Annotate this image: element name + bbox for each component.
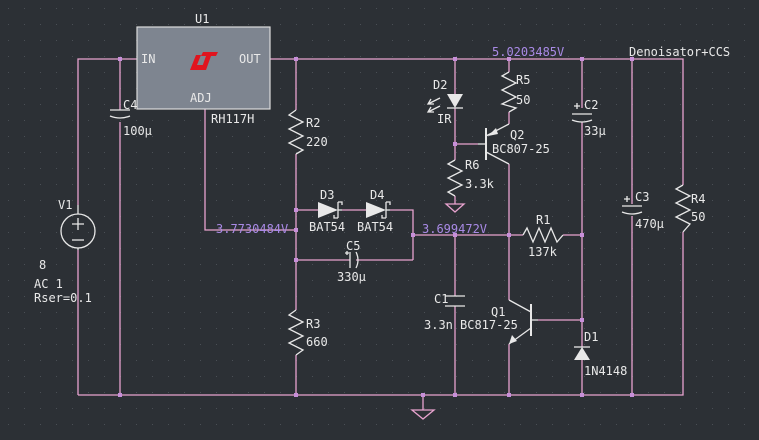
d1-value: 1N4148: [584, 364, 627, 378]
voltage-label-out[interactable]: 5.0203485V: [492, 45, 564, 59]
npn-transistor-q1[interactable]: Q1 BC817-25: [460, 299, 538, 345]
r5-ref: R5: [516, 73, 530, 87]
d4-ref: D4: [370, 188, 384, 202]
r4-value: 50: [691, 210, 705, 224]
wire-vin[interactable]: [77, 58, 120, 395]
q2-ref: Q2: [510, 128, 524, 142]
d1-ref: D1: [584, 330, 598, 344]
capacitor-c1[interactable]: C1 3.3n: [424, 292, 465, 332]
v1-rser: Rser=0.1: [34, 291, 92, 305]
c5-value: 330µ: [337, 270, 366, 284]
wire-out-rail[interactable]: [270, 58, 684, 185]
v1-ac: AC 1: [34, 277, 63, 291]
wires: [77, 58, 684, 410]
r3-ref: R3: [306, 317, 320, 331]
voltage-label-node[interactable]: 3.699472V: [422, 222, 487, 236]
voltage-source-v1[interactable]: V1 8 AC 1 Rser=0.1: [34, 198, 96, 305]
c3-value: 470µ: [635, 217, 664, 231]
d3-ref: D3: [320, 188, 334, 202]
u1-pin-adj: ADJ: [190, 91, 212, 105]
r6-ref: R6: [465, 158, 479, 172]
u1-pin-in: IN: [141, 52, 155, 66]
c4-value: 100µ: [123, 124, 152, 138]
capacitor-c5[interactable]: C5 330µ: [337, 239, 366, 284]
capacitor-c4[interactable]: C4 100µ: [109, 98, 152, 138]
c2-ref: C2: [584, 98, 598, 112]
pnp-transistor-q2[interactable]: Q2 BC807-25: [478, 123, 550, 165]
q2-value: BC807-25: [492, 142, 550, 156]
resistor-r2[interactable]: R2 220: [287, 109, 328, 155]
capacitor-c2[interactable]: C2 33µ: [571, 98, 606, 138]
d2-ref: D2: [433, 78, 447, 92]
r2-value: 220: [306, 135, 328, 149]
c3-ref: C3: [635, 190, 649, 204]
net-label-denoisator[interactable]: Denoisator+CCS: [629, 45, 730, 59]
r4-ref: R4: [691, 192, 705, 206]
v1-value: 8: [39, 258, 46, 272]
r6-value: 3.3k: [465, 177, 495, 191]
r3-value: 660: [306, 335, 328, 349]
u1-ref: U1: [195, 12, 209, 26]
q1-value: BC817-25: [460, 318, 518, 332]
diode-d1[interactable]: D1 1N4148: [574, 330, 627, 378]
wire-d2-bottom[interactable]: [454, 108, 478, 145]
d3-value: BAT54: [309, 220, 345, 234]
voltage-label-adj[interactable]: 3.7730484V: [216, 222, 288, 236]
schottky-diode-d3[interactable]: D3 BAT54: [309, 188, 345, 234]
capacitor-c3[interactable]: C3 470µ: [621, 190, 664, 231]
d2-value: IR: [437, 112, 452, 126]
r1-ref: R1: [536, 213, 550, 227]
q1-ref: Q1: [491, 305, 505, 319]
r5-value: 50: [516, 93, 530, 107]
c5-ref: C5: [346, 239, 360, 253]
v1-ref: V1: [58, 198, 72, 212]
u1-part: RH117H: [211, 112, 254, 126]
u1-pin-out: OUT: [239, 52, 261, 66]
resistor-r6[interactable]: R6 3.3k: [446, 158, 495, 197]
junctions: [118, 57, 634, 397]
ir-led-d2[interactable]: D2 IR: [426, 78, 463, 126]
c1-ref: C1: [434, 292, 448, 306]
c4-ref: C4: [123, 98, 137, 112]
resistor-r1[interactable]: R1 137k: [522, 213, 564, 259]
resistor-r5[interactable]: R5 50: [500, 71, 530, 113]
c1-value: 3.3n: [424, 318, 453, 332]
wire-adj[interactable]: [204, 109, 296, 231]
wire-ground-rail[interactable]: [78, 232, 684, 396]
linear-tech-logo-icon: [190, 52, 218, 70]
r1-value: 137k: [528, 245, 558, 259]
r2-ref: R2: [306, 116, 320, 130]
ground-main-icon: [410, 409, 436, 420]
ground-icon: [444, 203, 466, 213]
wire-d4-right[interactable]: [390, 209, 414, 260]
schottky-diode-d4[interactable]: D4 BAT54: [357, 188, 393, 234]
d4-value: BAT54: [357, 220, 393, 234]
resistor-r3[interactable]: R3 660: [287, 309, 328, 356]
c2-value: 33µ: [584, 124, 606, 138]
regulator-u1[interactable]: U1 IN OUT ADJ RH117H: [136, 12, 271, 126]
resistor-r4[interactable]: R4 50: [674, 184, 705, 233]
grid-dots: [8, 8, 745, 425]
